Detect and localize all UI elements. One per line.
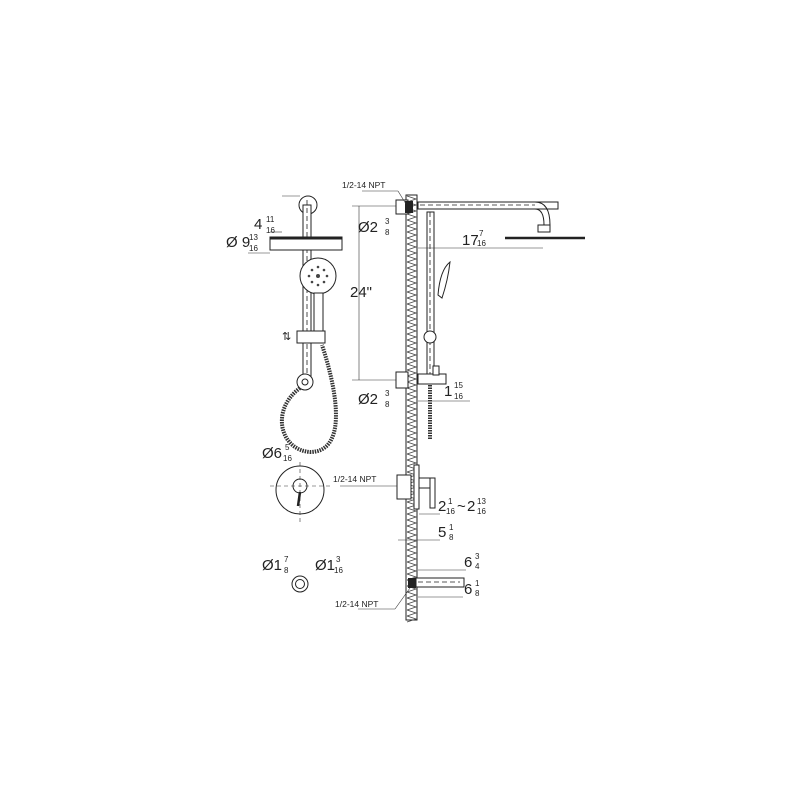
fraction-num: 5 (285, 443, 290, 452)
fraction-num: 13 (249, 233, 258, 242)
fraction-den: 16 (477, 239, 486, 248)
dim-bottom-projection: 1 (444, 383, 452, 400)
fraction-den: 16 (454, 392, 463, 401)
fraction-den: 16 (446, 507, 455, 516)
dim-rain-head-dia: Ø 9 (226, 234, 250, 251)
fraction-den: 8 (385, 228, 390, 237)
range-separator: ~ (457, 498, 466, 515)
fraction-den: 16 (266, 226, 275, 235)
npt-label-valve: 1/2-14 NPT (333, 474, 376, 484)
fraction-num: 11 (266, 215, 275, 224)
fraction-num: 3 (385, 389, 390, 398)
hand-shower-handle (313, 292, 324, 332)
fraction-num: 7 (479, 229, 484, 238)
dim-spout-length: 6 (464, 554, 472, 571)
dim-top-flange: Ø2 (358, 219, 378, 236)
fraction-num: 13 (477, 497, 486, 506)
slider (296, 330, 326, 344)
fraction-num: 7 (284, 555, 289, 564)
fraction-den: 4 (475, 562, 480, 571)
fraction-den: 8 (385, 400, 390, 409)
npt-label-spout: 1/2-14 NPT (335, 599, 378, 609)
valve-side (396, 464, 436, 510)
fraction-den: 8 (284, 566, 289, 575)
fraction-den: 16 (249, 244, 258, 253)
slide-arrows-icon: ⇅ (282, 331, 291, 343)
slide-bar-side (426, 211, 435, 381)
valve-trim-front (270, 462, 330, 522)
dim-arm-drop: 4 (254, 216, 262, 233)
dim-bottom-flange: Ø2 (358, 391, 378, 408)
fraction-den: 16 (283, 454, 292, 463)
dim-spout-outer: Ø1 (262, 557, 282, 574)
dim-valve-total: 5 (438, 524, 446, 541)
dim-arm-reach: 17 (462, 232, 479, 249)
dim-valve-depth-max: 2 (467, 498, 475, 515)
fraction-den: 16 (477, 507, 486, 516)
shower-arm (417, 201, 559, 210)
fraction-num: 3 (475, 552, 480, 561)
dim-spout-outlet: 6 (464, 581, 472, 598)
dim-trim-dia: Ø6 (262, 445, 282, 462)
fraction-num: 15 (454, 381, 463, 390)
fraction-num: 3 (385, 217, 390, 226)
fraction-den: 8 (475, 589, 480, 598)
fraction-den: 16 (334, 566, 343, 575)
spout-front (291, 575, 309, 593)
fraction-num: 1 (448, 497, 453, 506)
dim-bar-length: 24" (350, 284, 372, 301)
wall (405, 194, 418, 623)
npt-label-top: 1/2-14 NPT (342, 180, 385, 190)
fraction-num: 1 (475, 579, 480, 588)
hose (280, 344, 338, 455)
dim-valve-depth: 2 (438, 498, 446, 515)
dim-spout-inner: Ø1 (315, 557, 335, 574)
bottom-bracket (296, 373, 314, 391)
fraction-num: 3 (336, 555, 341, 564)
side-view (395, 199, 585, 440)
hand-shower-side (437, 260, 451, 299)
fraction-num: 1 (449, 523, 454, 532)
front-view: ⇅ 4 11 16 Ø 9 13 16 (226, 195, 343, 455)
spout-side (408, 577, 465, 588)
fraction-den: 8 (449, 533, 454, 542)
